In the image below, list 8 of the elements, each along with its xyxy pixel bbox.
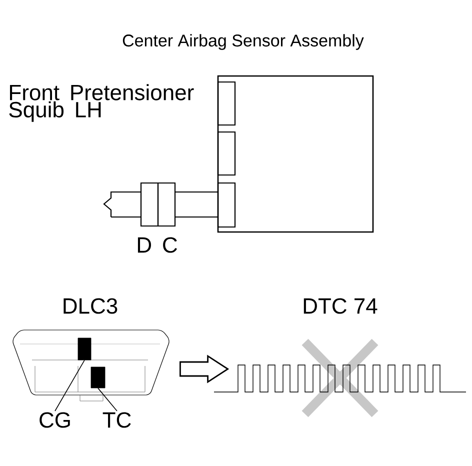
part-label: D C xyxy=(138,237,177,253)
heading: DLC3 xyxy=(64,298,118,314)
heading: Center Airbag Sensor Assembly xyxy=(122,34,364,50)
terminal-label: CG xyxy=(40,412,70,428)
terminal-label: TC xyxy=(102,412,131,428)
block-arrow xyxy=(180,354,230,384)
heading: DTC 74 xyxy=(304,298,378,314)
part-label: Front Pretensioner Squib LH xyxy=(9,84,194,122)
